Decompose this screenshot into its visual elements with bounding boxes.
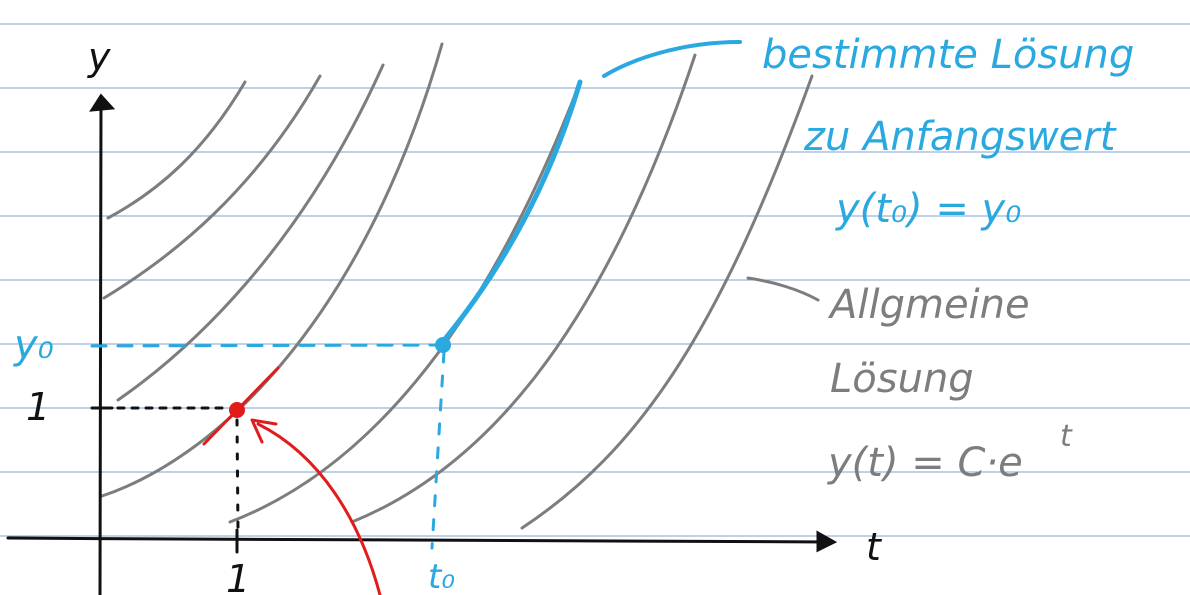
t-one-tick-label: 1 <box>226 557 250 595</box>
y0-dashed-guide <box>90 343 442 348</box>
particular-annotation-line3: y(t₀) = y₀ <box>835 186 1021 232</box>
red-arrowhead <box>250 418 278 444</box>
initial-value-point <box>435 337 451 353</box>
y0-tick-label: y₀ <box>13 322 54 368</box>
solution-curve-6 <box>350 53 697 524</box>
t-axis <box>6 536 832 544</box>
solution-curve-1 <box>106 80 247 220</box>
y-axis <box>98 98 103 595</box>
particular-solution <box>435 40 742 353</box>
particular-solution-curve <box>437 79 583 348</box>
particular-pointer-stroke <box>602 40 742 78</box>
general-annotation-line2: Lösung <box>830 356 974 402</box>
tangent-highlight <box>202 366 382 595</box>
one-vertical-dotted-guide <box>235 418 240 532</box>
red-arrow-shaft <box>256 422 382 595</box>
y-axis-label: y <box>87 35 111 79</box>
solution-curve-4 <box>100 42 444 498</box>
y-axis-arrowhead <box>89 93 116 112</box>
general-annotation-line1: Allgmeine <box>827 282 1030 328</box>
particular-annotation-line2: zu Anfangswert <box>803 114 1117 160</box>
general-pointer-stroke <box>746 276 820 302</box>
highlight-point <box>229 402 245 418</box>
t0-tick-label: t₀ <box>428 557 455 595</box>
y-one-tick-label: 1 <box>26 385 50 429</box>
solution-curve-7 <box>520 74 814 530</box>
general-formula-exponent: t <box>1060 419 1073 454</box>
paper-lines <box>0 23 1190 537</box>
t-axis-label: t <box>866 525 883 569</box>
particular-annotation-line1: bestimmte Lösung <box>762 32 1134 78</box>
t0-dashed-guide <box>430 350 446 550</box>
coordinate-axes <box>6 93 838 595</box>
solution-curve-3 <box>116 63 385 402</box>
solution-curve-5 <box>228 80 582 524</box>
t-axis-arrowhead <box>816 530 838 553</box>
general-solution-curves <box>100 42 814 530</box>
guide-lines <box>90 343 446 550</box>
solution-curve-2 <box>102 74 322 300</box>
general-formula: y(t) = C·e <box>827 440 1023 486</box>
